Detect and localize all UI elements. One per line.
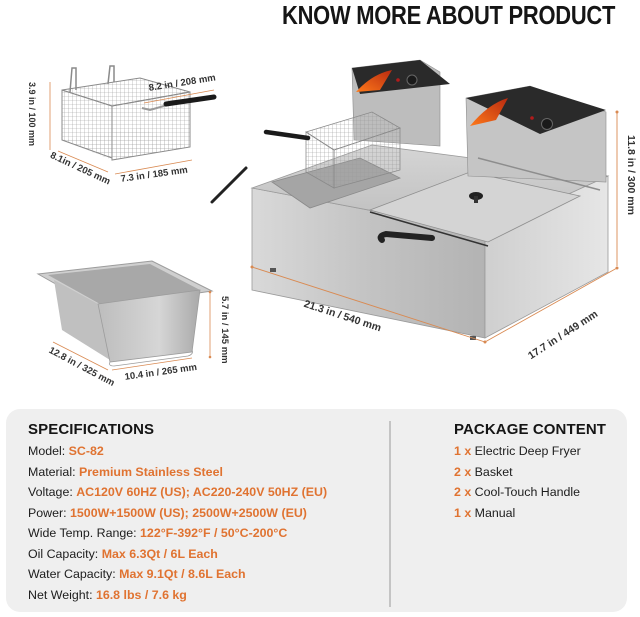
spec-label: Wide Temp. Range: — [28, 526, 141, 540]
spec-row-temp-range: Wide Temp. Range: 122°F-392°F / 50°C-200… — [28, 526, 287, 540]
spec-row-water-capacity: Water Capacity: Max 9.1Qt / 8.6L Each — [28, 567, 246, 581]
product-illustrations — [36, 59, 619, 371]
panel-divider — [389, 421, 391, 607]
spec-row-voltage: Voltage: AC120V 60HZ (US); AC220-240V 50… — [28, 485, 327, 499]
fryer-image — [210, 59, 619, 344]
spec-value: 122°F-392°F / 50°C-200°C — [140, 526, 288, 540]
spec-value: 16.8 lbs / 7.6 kg — [95, 587, 187, 602]
package-content-title: PACKAGE CONTENT — [454, 421, 607, 438]
package-item-name: Electric Deep Fryer — [474, 444, 581, 458]
spec-value: AC120V 60HZ (US); AC220-240V 50HZ (EU) — [76, 485, 328, 499]
spec-value: 1500W+1500W (US); 2500W+2500W (EU) — [70, 505, 307, 520]
package-item-fryer: 1 x Electric Deep Fryer — [454, 444, 581, 458]
package-item-qty: 1 x — [454, 505, 475, 520]
info-panel — [6, 409, 627, 612]
package-item-basket: 2 x Basket — [454, 465, 513, 479]
package-item-name: Basket — [474, 464, 513, 479]
spec-row-material: Material: Premium Stainless Steel — [28, 465, 223, 479]
fryer-height-label: 11.8 in / 300 mm — [625, 135, 637, 215]
spec-value: SC-82 — [68, 444, 104, 458]
spec-row-model: Model: SC-82 — [28, 444, 104, 458]
spec-label: Oil Capacity: — [28, 546, 102, 561]
spec-row-oil-capacity: Oil Capacity: Max 6.3Qt / 6L Each — [28, 547, 218, 561]
spec-label: Model: — [28, 444, 69, 458]
package-item-manual: 1 x Manual — [454, 506, 515, 520]
page-title: KNOW MORE ABOUT PRODUCT — [282, 2, 616, 30]
spec-value: Premium Stainless Steel — [78, 464, 223, 479]
spec-label: Material: — [28, 464, 79, 479]
basket-image — [49, 65, 217, 175]
package-item-name: Cool-Touch Handle — [474, 485, 581, 499]
package-item-handle: 2 x Cool-Touch Handle — [454, 485, 580, 499]
spec-label: Net Weight: — [28, 587, 96, 602]
spec-label: Power: — [28, 505, 71, 520]
basket-height-label: 3.9 in / 100 mm — [27, 82, 37, 147]
spec-row-net-weight: Net Weight: 16.8 lbs / 7.6 kg — [28, 588, 187, 602]
spec-value: Max 9.1Qt / 8.6L Each — [119, 567, 246, 581]
spec-label: Voltage: — [28, 485, 77, 499]
spec-label: Water Capacity: — [28, 567, 120, 581]
spec-row-power: Power: 1500W+1500W (US); 2500W+2500W (EU… — [28, 506, 307, 520]
spec-value: Max 6.3Qt / 6L Each — [101, 546, 218, 561]
tank-image — [36, 260, 214, 371]
package-item-name: Manual — [474, 505, 516, 520]
package-item-qty: 2 x — [454, 485, 475, 499]
package-item-qty: 1 x — [454, 444, 475, 458]
tank-height-label: 5.7 in / 145 mm — [219, 296, 230, 364]
package-item-qty: 2 x — [454, 464, 475, 479]
specifications-title: SPECIFICATIONS — [28, 421, 155, 438]
